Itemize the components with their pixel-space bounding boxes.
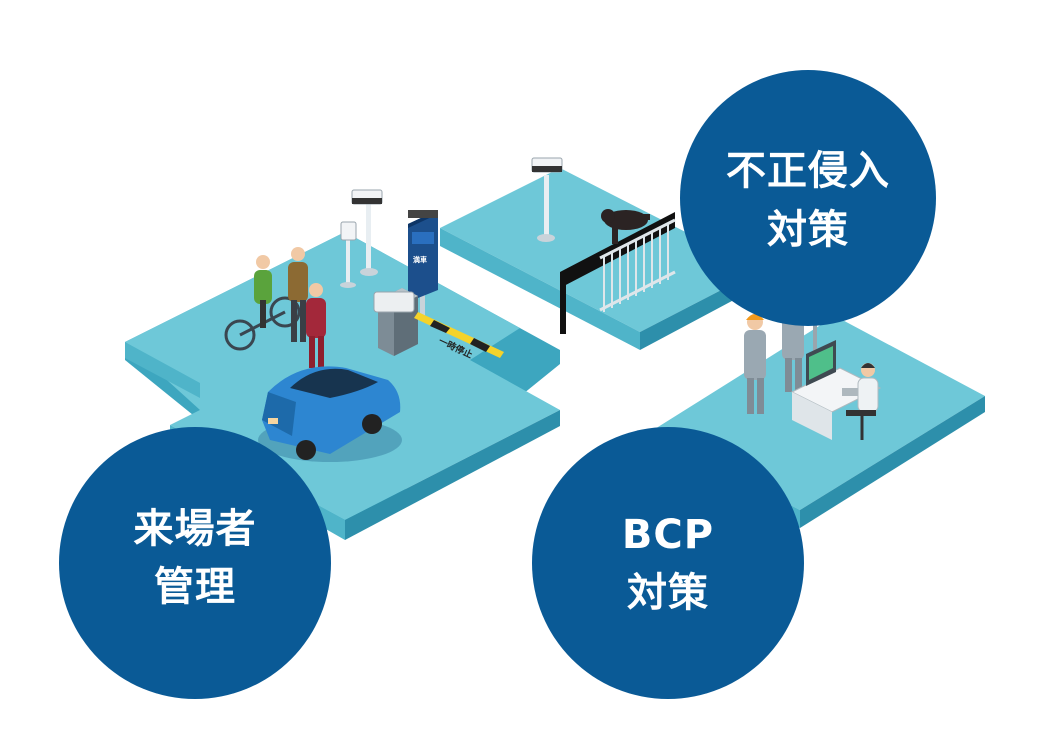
- monitor-desk-icon: [790, 340, 882, 440]
- intrusion-label-line1: 不正侵入: [726, 148, 890, 194]
- visitor-person-icon: [306, 283, 326, 368]
- bcp-badge: BCP 対策: [532, 427, 804, 699]
- parking-sign-icon: 満車: [408, 210, 438, 320]
- visitor-circle: [59, 427, 331, 699]
- camera-pole-icon: [531, 157, 563, 242]
- cyclist-icon: [224, 255, 301, 351]
- sign-title-text: 満車: [413, 255, 427, 264]
- intrusion-prevention-badge: 不正侵入 対策: [680, 70, 936, 326]
- intruder-icon: [601, 209, 650, 244]
- camera-pole-icon: [351, 189, 383, 276]
- visitor-label-line1: 来場者: [134, 506, 257, 552]
- visitor-management-badge: 来場者 管理: [59, 427, 331, 699]
- bcp-label-line2: 対策: [627, 570, 709, 616]
- car-icon: [258, 366, 402, 462]
- intrusion-label-line2: 対策: [767, 207, 849, 253]
- visitor-person-icon: [288, 247, 308, 342]
- fence-gate-icon: [560, 212, 676, 334]
- intercom-pole-icon: [340, 221, 357, 288]
- intrusion-circle: [680, 70, 936, 326]
- bcp-label-line1: BCP: [622, 512, 714, 558]
- operator-icon: [846, 363, 879, 440]
- visitor-label-line2: 管理: [154, 564, 236, 610]
- bcp-circle: [532, 427, 804, 699]
